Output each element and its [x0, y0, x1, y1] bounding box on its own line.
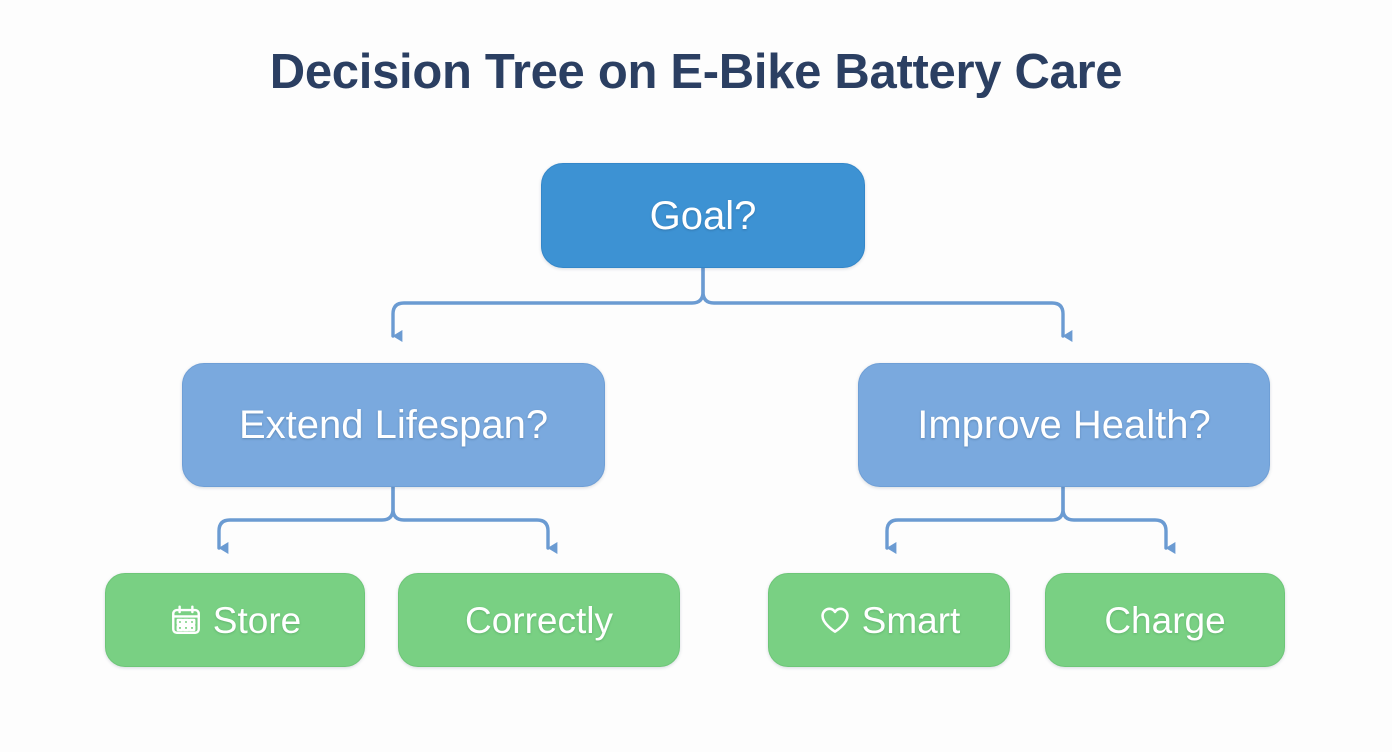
- node-store[interactable]: Store: [105, 573, 365, 667]
- node-improve-health[interactable]: Improve Health?: [858, 363, 1270, 487]
- node-goal-label: Goal?: [649, 193, 757, 238]
- node-charge-label: Charge: [1104, 599, 1226, 641]
- node-goal[interactable]: Goal?: [541, 163, 865, 268]
- heart-icon: [818, 603, 852, 637]
- node-store-label: Store: [212, 599, 302, 641]
- node-correctly[interactable]: Correctly: [398, 573, 680, 667]
- node-extend-lifespan-label: Extend Lifespan?: [238, 403, 549, 447]
- node-smart-label: Smart: [861, 599, 961, 641]
- node-charge[interactable]: Charge: [1045, 573, 1285, 667]
- edge-goal-to-extend-lifespan: [391, 266, 705, 342]
- node-extend-lifespan[interactable]: Extend Lifespan?: [182, 363, 605, 487]
- edge-extend-lifespan-to-store: [217, 485, 395, 554]
- edge-extend-lifespan-to-correctly: [391, 485, 558, 554]
- node-improve-health-label: Improve Health?: [917, 403, 1211, 447]
- node-smart[interactable]: Smart: [768, 573, 1010, 667]
- edge-goal-to-improve-health: [701, 266, 1073, 342]
- page-title: Decision Tree on E-Bike Battery Care: [269, 45, 1123, 99]
- node-correctly-label: Correctly: [464, 599, 614, 641]
- calendar-icon: [169, 603, 203, 637]
- edge-improve-health-to-smart: [885, 485, 1065, 554]
- edge-improve-health-to-charge: [1061, 485, 1176, 554]
